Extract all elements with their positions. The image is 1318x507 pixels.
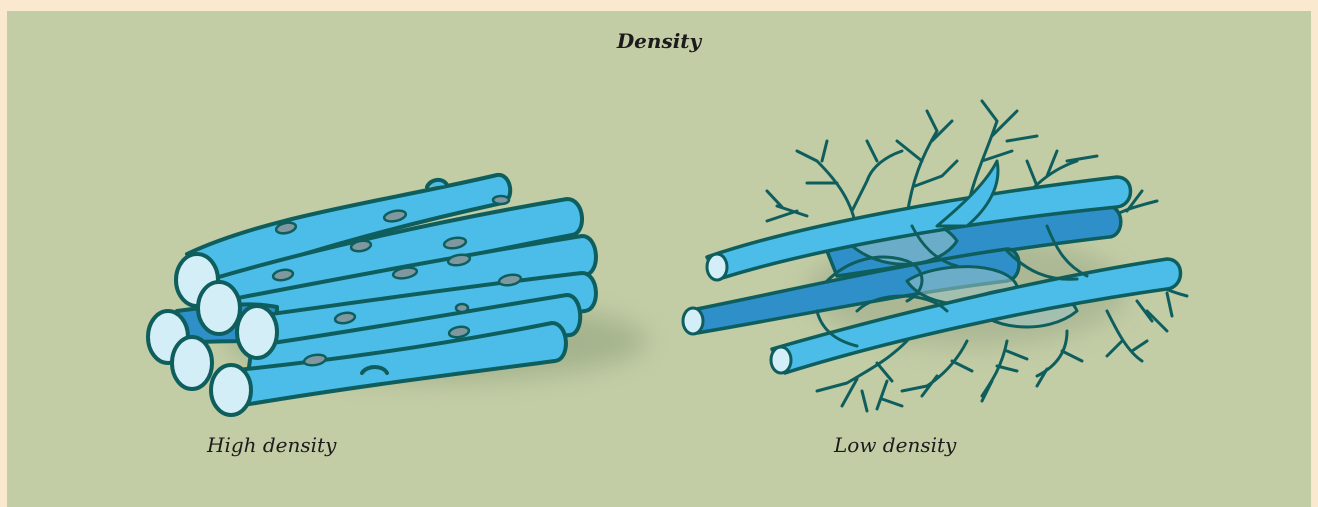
high-density-fiber-bundle-icon: [148, 175, 647, 415]
low-density-fiber-network-icon: [683, 101, 1187, 411]
diagram-title: Density: [7, 29, 1311, 53]
diagram-canvas: Density High density Low density: [7, 11, 1311, 507]
density-illustration: [7, 11, 1311, 507]
low-density-caption: Low density: [834, 433, 956, 457]
high-density-caption: High density: [207, 433, 336, 457]
